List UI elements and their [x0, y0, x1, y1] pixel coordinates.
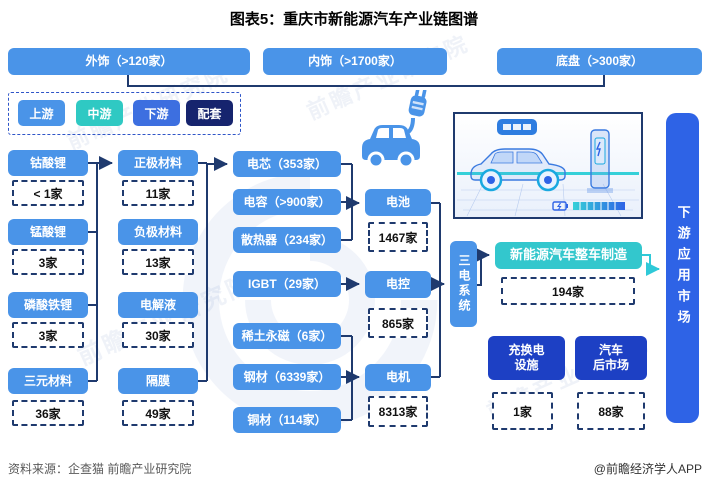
- count-label: 865家: [381, 316, 415, 331]
- node-label: 隔膜: [145, 373, 170, 388]
- ev-charging-icon: [362, 90, 427, 169]
- count-label: 11家: [145, 186, 171, 201]
- node-exterior: 外饰（>120家）: [8, 48, 250, 75]
- page-title: 图表5：重庆市新能源汽车产业链图谱: [229, 11, 479, 28]
- legend-upstream: 上游: [18, 100, 65, 126]
- legend-box: [8, 92, 241, 135]
- node-label: 锰酸锂: [29, 224, 66, 239]
- node-battery-cell: 电芯（353家）: [233, 151, 341, 177]
- node-label: 电芯（353家）: [246, 156, 328, 171]
- node-anode-material: 负极材料: [118, 219, 198, 245]
- legend-label: 配套: [197, 106, 222, 121]
- node-label: 外饰（>120家）: [85, 54, 173, 68]
- count-motor-control: 865家: [368, 308, 428, 338]
- source-note: 资料来源：企查猫 前瞻产业研究院: [8, 462, 192, 476]
- node-interior: 内饰（>1700家）: [263, 48, 447, 75]
- node-label: 电池: [385, 195, 410, 209]
- count-electrolyte: 30家: [122, 322, 194, 348]
- node-label: 后市场: [592, 358, 629, 372]
- count-lfp: 3家: [12, 322, 84, 348]
- count-vehicle-assembly: 194家: [501, 277, 635, 305]
- node-label: 正极材料: [133, 155, 182, 170]
- brand-note: @前瞻经济学人APP: [593, 462, 702, 476]
- node-label: 充换电: [508, 343, 545, 357]
- count-aftermarket: 88家: [577, 392, 645, 430]
- count-manganese-lithium: 3家: [12, 249, 84, 275]
- count-ternary-material: 36家: [12, 400, 84, 426]
- count-label: < 1家: [33, 186, 63, 201]
- node-label: 磷酸铁锂: [23, 297, 72, 312]
- node-capacitor: 电容（>900家）: [233, 189, 341, 215]
- legend-label: 上游: [29, 106, 54, 121]
- node-label: IGBT（29家）: [247, 276, 326, 291]
- node-igbt: IGBT（29家）: [233, 271, 341, 297]
- node-label: 铜材（114家）: [247, 412, 327, 427]
- legend-support: 配套: [186, 100, 233, 126]
- node-label: 汽车: [598, 343, 623, 357]
- node-label: 钴酸锂: [29, 155, 66, 170]
- node-vehicle-assembly: 新能源汽车整车制造: [495, 242, 642, 269]
- node-manganese-lithium: 锰酸锂: [8, 219, 88, 245]
- count-anode-material: 13家: [122, 249, 194, 275]
- count-motor: 8313家: [368, 396, 428, 427]
- node-label: 三元材料: [23, 373, 72, 388]
- node-label: 稀土永磁（6家）: [241, 328, 333, 343]
- node-label: 三电系统: [457, 254, 471, 314]
- node-battery: 电池: [365, 189, 431, 216]
- node-label: 底盘（>300家）: [555, 54, 644, 68]
- count-separator: 49家: [122, 400, 194, 426]
- node-label: 钢材（6339家）: [243, 369, 331, 384]
- count-label: 88家: [598, 404, 624, 419]
- node-motor-control: 电控: [365, 271, 431, 298]
- legend-midstream: 中游: [76, 100, 123, 126]
- count-cathode-material: 11家: [122, 180, 194, 206]
- node-label: 散热器（234家）: [240, 232, 334, 247]
- node-electrolyte: 电解液: [118, 292, 198, 318]
- count-label: 1家: [513, 404, 532, 419]
- node-label: 内饰（>1700家）: [308, 54, 402, 68]
- node-label: 电机: [385, 370, 410, 384]
- count-label: 8313家: [378, 405, 418, 419]
- node-cathode-material: 正极材料: [118, 150, 198, 176]
- legend-label: 下游: [144, 106, 169, 121]
- node-label: 设施: [514, 358, 539, 372]
- node-label: 负极材料: [133, 224, 182, 239]
- node-downstream-market: 下游应用市场: [666, 113, 699, 423]
- node-radiator: 散热器（234家）: [233, 227, 341, 253]
- node-aftermarket: 汽车 后市场: [575, 336, 647, 380]
- ev-car-illustration: [453, 112, 643, 219]
- node-chassis: 底盘（>300家）: [497, 48, 702, 75]
- node-steel: 钢材（6339家）: [233, 364, 341, 390]
- legend-label: 中游: [87, 106, 112, 121]
- node-copper: 铜材（114家）: [233, 407, 341, 433]
- count-label: 36家: [35, 406, 61, 421]
- legend-downstream: 下游: [133, 100, 180, 126]
- node-motor: 电机: [365, 364, 431, 391]
- count-label: 194家: [551, 284, 585, 299]
- node-label: 电控: [385, 277, 410, 291]
- count-label: 3家: [38, 255, 58, 270]
- node-rare-earth-magnet: 稀土永磁（6家）: [233, 323, 341, 349]
- count-cobalt-lithium: < 1家: [12, 180, 84, 206]
- node-label: 电容（>900家）: [243, 194, 331, 209]
- node-separator: 隔膜: [118, 368, 198, 394]
- count-charging-facilities: 1家: [492, 392, 553, 430]
- node-lfp: 磷酸铁锂: [8, 292, 88, 318]
- node-three-electric-system: 三电系统: [450, 241, 477, 327]
- count-label: 30家: [145, 328, 171, 343]
- node-cobalt-lithium: 钴酸锂: [8, 150, 88, 176]
- node-label: 电解液: [139, 297, 176, 312]
- node-label: 新能源汽车整车制造: [509, 247, 627, 263]
- count-battery: 1467家: [368, 222, 428, 252]
- count-label: 49家: [145, 406, 171, 421]
- count-label: 3家: [38, 328, 58, 343]
- count-label: 13家: [145, 255, 171, 270]
- node-charging-facilities: 充换电 设施: [488, 336, 565, 380]
- node-ternary-material: 三元材料: [8, 368, 88, 394]
- count-label: 1467家: [378, 230, 418, 245]
- node-label: 下游应用市场: [675, 205, 691, 331]
